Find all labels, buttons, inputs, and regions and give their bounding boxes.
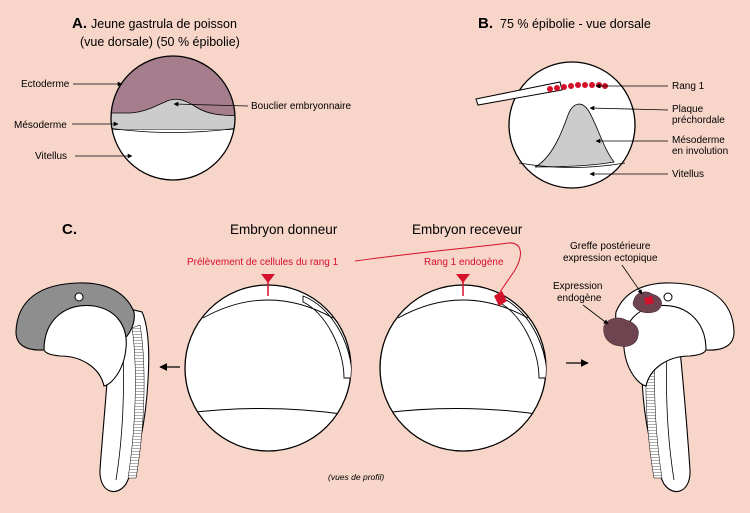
recipient-embryo-outline xyxy=(379,284,547,452)
rang1-cell xyxy=(561,84,567,90)
label-rang1: Rang 1 xyxy=(672,81,705,92)
prelevement-label: Prélèvement de cellules du rang 1 xyxy=(187,257,339,268)
rang1-cell xyxy=(575,82,581,88)
receveur-title: Embryon receveur xyxy=(412,222,523,237)
right-larva-yolk xyxy=(623,304,707,387)
gastrula-75-epiboly xyxy=(475,61,636,189)
rang1-cell xyxy=(554,85,560,91)
left-larva-striated-band xyxy=(127,324,145,479)
donor-dorsal-rim xyxy=(202,299,334,319)
right-larva-eye xyxy=(663,292,673,302)
gastrula-outline xyxy=(110,55,236,181)
profile-note: (vues de profil) xyxy=(328,472,384,482)
left-larva xyxy=(15,282,150,493)
recipient-embryonic-axis xyxy=(497,295,546,379)
arrow-greffe xyxy=(621,264,643,295)
label-vitellus-a: Vitellus xyxy=(35,151,67,162)
rang1-endogene-label: Rang 1 endogène xyxy=(424,257,504,268)
label-ectoderme: Ectoderme xyxy=(21,79,70,90)
donneur-title: Embryon donneur xyxy=(230,222,338,237)
arrow-plaque xyxy=(589,105,669,111)
recipient-dorsal-rim xyxy=(397,299,529,319)
donor-embryonic-axis xyxy=(302,295,351,379)
donor-yolk-boundary xyxy=(185,407,351,417)
label-vitellus-b: Vitellus xyxy=(672,169,704,180)
endogenous-expression-patch xyxy=(603,317,639,347)
panel-c-letter: C. xyxy=(62,221,77,238)
rang1-cell xyxy=(582,82,588,88)
greffe-label-line2: expression ectopique xyxy=(563,253,658,264)
pipette-body xyxy=(475,81,563,106)
panel-b-letter: B. xyxy=(478,15,493,32)
panel-a-title-line2: (vue dorsale) (50 % épibolie) xyxy=(80,35,240,49)
expression-label-line1: Expression xyxy=(553,281,602,292)
mesoderm-region xyxy=(111,98,235,131)
label-mesoderme-b-line2: en involution xyxy=(672,146,728,157)
transfer-path xyxy=(354,242,521,293)
endogenous-rang1-mark xyxy=(494,291,507,306)
transplant-pipette xyxy=(475,81,608,106)
left-larva-eye xyxy=(74,292,84,302)
rang1-cell xyxy=(568,83,574,89)
margin-line-b xyxy=(518,162,626,168)
involuting-mesoderm xyxy=(534,103,615,168)
expression-label-line2: endogène xyxy=(557,293,602,304)
label-mesoderme-b-line1: Mésoderme xyxy=(672,135,725,146)
panel-a-title-line1: Jeune gastrula de poisson xyxy=(91,17,237,31)
margin-line xyxy=(111,127,235,133)
donor-embryo xyxy=(184,274,352,452)
recipient-yolk-boundary xyxy=(380,407,546,417)
arrow-expression xyxy=(582,304,609,325)
label-plaque-line2: préchordale xyxy=(672,115,725,126)
label-bouclier: Bouclier embryonnaire xyxy=(251,101,351,112)
greffe-label-line1: Greffe postérieure xyxy=(570,241,651,252)
donor-sampling-marker xyxy=(261,274,275,283)
panel-b-title: 75 % épibolie - vue dorsale xyxy=(500,17,651,31)
rang1-cell xyxy=(589,82,595,88)
rang1-cell xyxy=(547,86,553,92)
right-larva xyxy=(603,282,735,493)
recipient-embryo xyxy=(379,274,547,452)
label-mesoderme-a: Mésoderme xyxy=(14,120,67,131)
recipient-graft-marker xyxy=(456,274,470,283)
panel-a-letter: A. xyxy=(72,15,87,32)
graft-red-mark xyxy=(644,296,654,305)
arrow-bouclier xyxy=(173,101,249,107)
rang1-cell xyxy=(596,82,602,88)
label-plaque-line1: Plaque xyxy=(672,104,704,115)
donor-embryo-outline xyxy=(184,284,352,452)
left-larva-yolk xyxy=(43,304,127,387)
